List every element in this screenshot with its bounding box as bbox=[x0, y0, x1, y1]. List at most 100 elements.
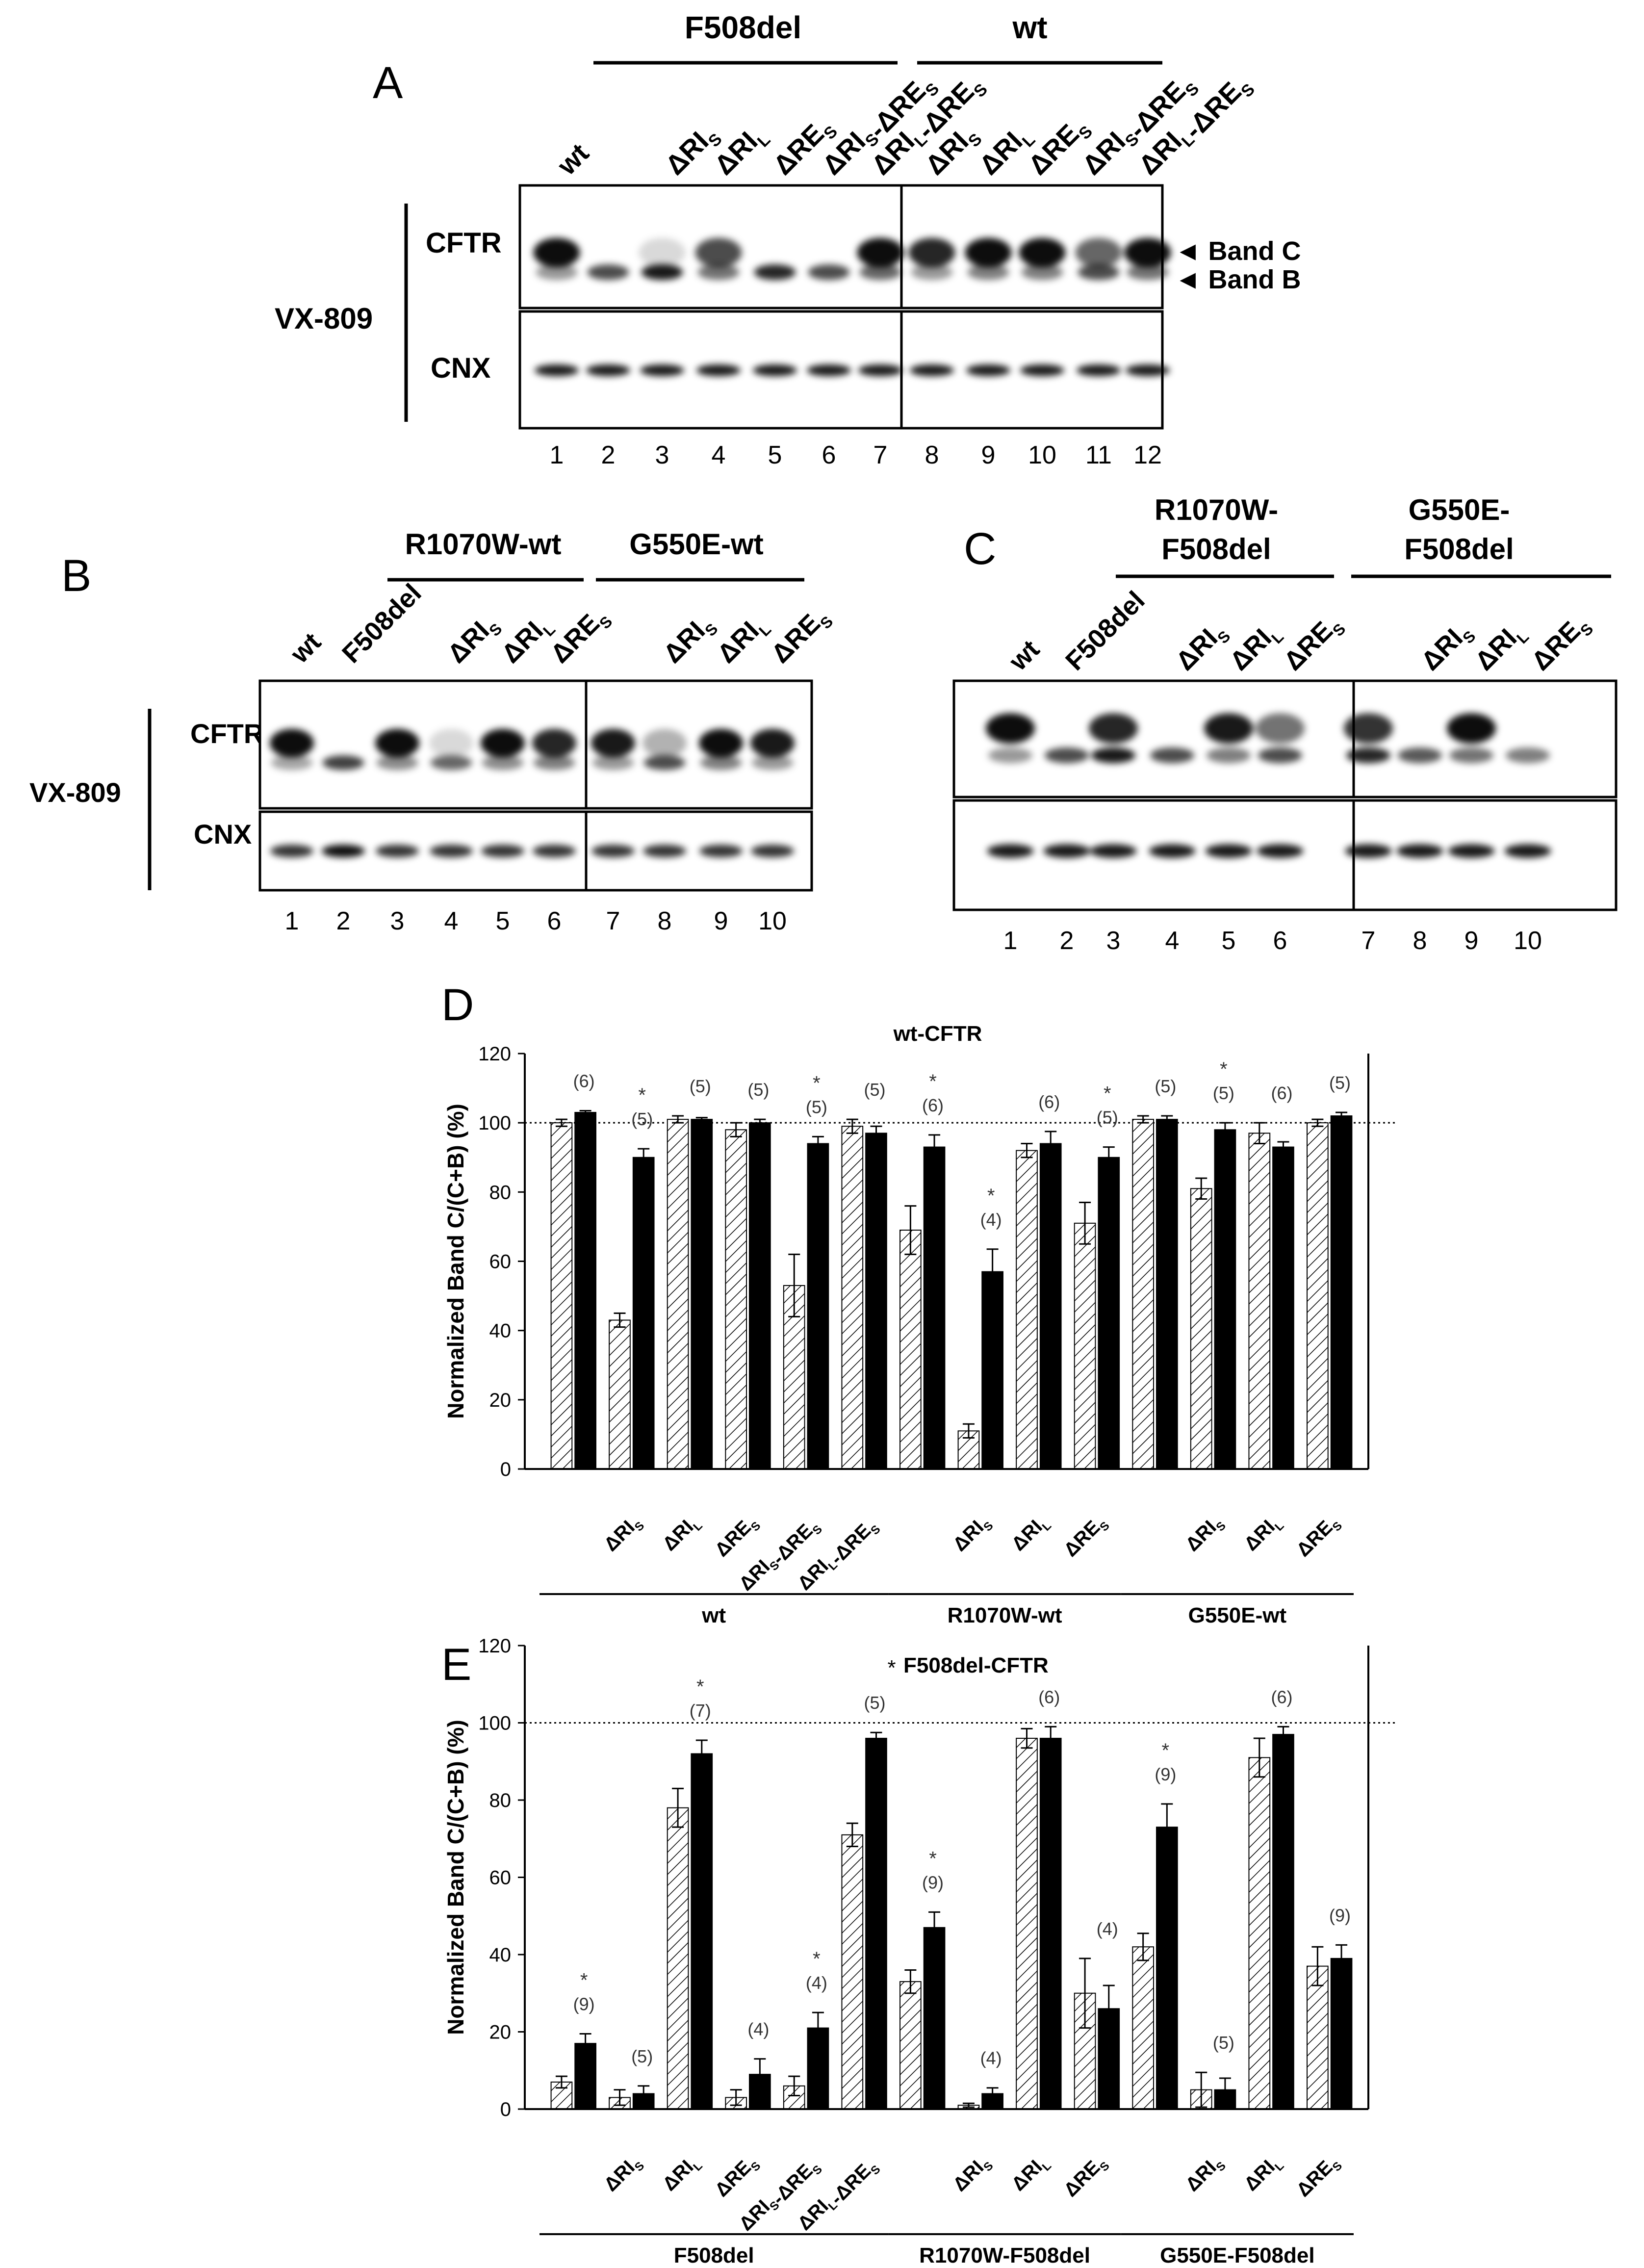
n-label: (4) bbox=[806, 1973, 827, 1993]
panel-b-band bbox=[751, 755, 794, 770]
panel-c-band bbox=[1150, 747, 1194, 763]
panel-a-band bbox=[808, 264, 850, 280]
bar-untreated bbox=[550, 1122, 573, 1470]
x-category-label: ΔRES bbox=[1292, 1511, 1345, 1563]
panel-c-lane-number: 8 bbox=[1413, 927, 1427, 955]
panel-b-band bbox=[591, 729, 635, 757]
panel-c-letter: C bbox=[964, 524, 996, 574]
y-tick-label: 100 bbox=[478, 1112, 511, 1134]
panel-c-group-r1070w-line2: F508del bbox=[1161, 533, 1271, 566]
panel-a-group-wt: wt bbox=[1012, 10, 1047, 45]
significance-asterisk: * bbox=[987, 1185, 995, 1207]
panel-c-lane-number: 9 bbox=[1464, 927, 1479, 955]
bar-untreated bbox=[1132, 1119, 1154, 1470]
panel-a-band-c-label: ◄ Band C bbox=[1175, 236, 1301, 266]
panel-b-lane-number: 8 bbox=[658, 907, 672, 935]
bar-untreated bbox=[667, 1807, 689, 2110]
panel-c-lane-label: ΔRES bbox=[1278, 608, 1349, 679]
n-label: (4) bbox=[980, 2048, 1002, 2068]
panel-b-letter: B bbox=[61, 551, 91, 601]
x-category-label: ΔRIL-ΔRES bbox=[794, 2151, 883, 2240]
x-category-label: ΔRIS bbox=[1182, 1511, 1229, 1558]
panel-a-band bbox=[1021, 264, 1063, 280]
panel-c-lane-number: 6 bbox=[1273, 927, 1287, 955]
panel-c-lane-number: 10 bbox=[1514, 927, 1542, 955]
panel-b-bands bbox=[270, 729, 795, 857]
panel-a-band bbox=[1124, 238, 1171, 267]
y-tick-label: 0 bbox=[500, 1459, 511, 1480]
panel-b-band bbox=[376, 845, 419, 857]
panel-a-band bbox=[536, 264, 578, 280]
panel-a-lane-label: ΔRIL bbox=[708, 118, 774, 184]
bar-untreated bbox=[899, 1229, 922, 1470]
y-tick-label: 120 bbox=[478, 1043, 511, 1065]
panel-a-letter: A bbox=[373, 58, 403, 108]
panel-a-lane-number: 9 bbox=[981, 441, 996, 469]
panel-c-lane-number: 7 bbox=[1361, 927, 1376, 955]
x-category-label: ΔRIL-ΔRES bbox=[794, 1511, 883, 1600]
panel-b-lane-label: ΔRIL bbox=[712, 609, 774, 672]
y-tick-label: 60 bbox=[489, 1251, 512, 1273]
panel-a-band bbox=[1078, 264, 1120, 280]
panel-c-band bbox=[1396, 844, 1443, 858]
significance-asterisk: * bbox=[813, 1072, 821, 1094]
n-label: (5) bbox=[864, 1693, 885, 1713]
y-tick-label: 40 bbox=[489, 1320, 512, 1342]
n-label: (5) bbox=[864, 1080, 885, 1100]
panel-a-treatment: VX-809 bbox=[275, 302, 373, 335]
bar-untreated bbox=[1074, 1222, 1096, 1470]
panel-c-lane-label: wt bbox=[1003, 635, 1045, 677]
panel-b-lane-label: ΔRES bbox=[545, 601, 616, 671]
panel-a-lane-number: 7 bbox=[873, 441, 888, 469]
panel-b-lane-number: 2 bbox=[336, 907, 351, 935]
bar-untreated bbox=[667, 1119, 689, 1470]
panel-c-band bbox=[1149, 844, 1196, 858]
bar-untreated bbox=[1248, 1133, 1271, 1469]
panel-b-band bbox=[532, 729, 576, 757]
n-label: (9) bbox=[1155, 1764, 1176, 1784]
bar-treated bbox=[1330, 1958, 1353, 2110]
y-tick-label: 20 bbox=[489, 2022, 512, 2043]
n-label: (5) bbox=[747, 1080, 769, 1100]
panel-b-band bbox=[751, 845, 794, 857]
significance-asterisk: * bbox=[813, 1948, 821, 1970]
significance-asterisk: * bbox=[929, 1848, 937, 1869]
panel-b-band bbox=[750, 729, 795, 757]
panel-a-band bbox=[911, 264, 953, 280]
bar-untreated bbox=[1016, 1738, 1038, 2110]
bar-treated bbox=[574, 2043, 596, 2110]
panel-a-band bbox=[967, 264, 1009, 280]
panel-b-band bbox=[429, 729, 473, 757]
bar-treated bbox=[1039, 1143, 1062, 1469]
panel-b-group-r1070w: R1070W-wt bbox=[405, 528, 562, 561]
panel-b-band bbox=[481, 729, 525, 757]
panel-a-lane-label: ΔRES bbox=[1022, 110, 1096, 184]
panel-a-lane-number: 4 bbox=[712, 441, 726, 469]
panel-c-lane-label: ΔRIL bbox=[1224, 617, 1287, 679]
panel-b-treatment: VX-809 bbox=[29, 777, 121, 808]
bar-treated bbox=[923, 1927, 946, 2110]
significance-asterisk: * bbox=[1162, 1740, 1170, 1761]
n-label: (4) bbox=[1097, 1919, 1118, 1939]
bar-treated bbox=[574, 1111, 596, 1470]
panel-a-band bbox=[587, 264, 629, 280]
significance-asterisk: * bbox=[580, 1969, 588, 1991]
panel-a-lane-number: 3 bbox=[655, 441, 669, 469]
bar-treated bbox=[691, 1753, 713, 2110]
panel-a-band bbox=[910, 364, 954, 376]
y-tick-label: 80 bbox=[489, 1182, 512, 1203]
bar-treated bbox=[1098, 1157, 1120, 1469]
group-label: wt bbox=[701, 1603, 726, 1627]
panel-b-band bbox=[643, 845, 686, 857]
x-category-label: ΔRES bbox=[1060, 1511, 1112, 1563]
panel-a-band bbox=[754, 264, 796, 280]
panel-b-lane-number: 10 bbox=[758, 907, 787, 935]
panel-a-band bbox=[1075, 238, 1122, 267]
x-category-label: ΔRIL bbox=[1007, 2151, 1054, 2197]
panel-b-lane-label: ΔRIS bbox=[658, 608, 721, 672]
